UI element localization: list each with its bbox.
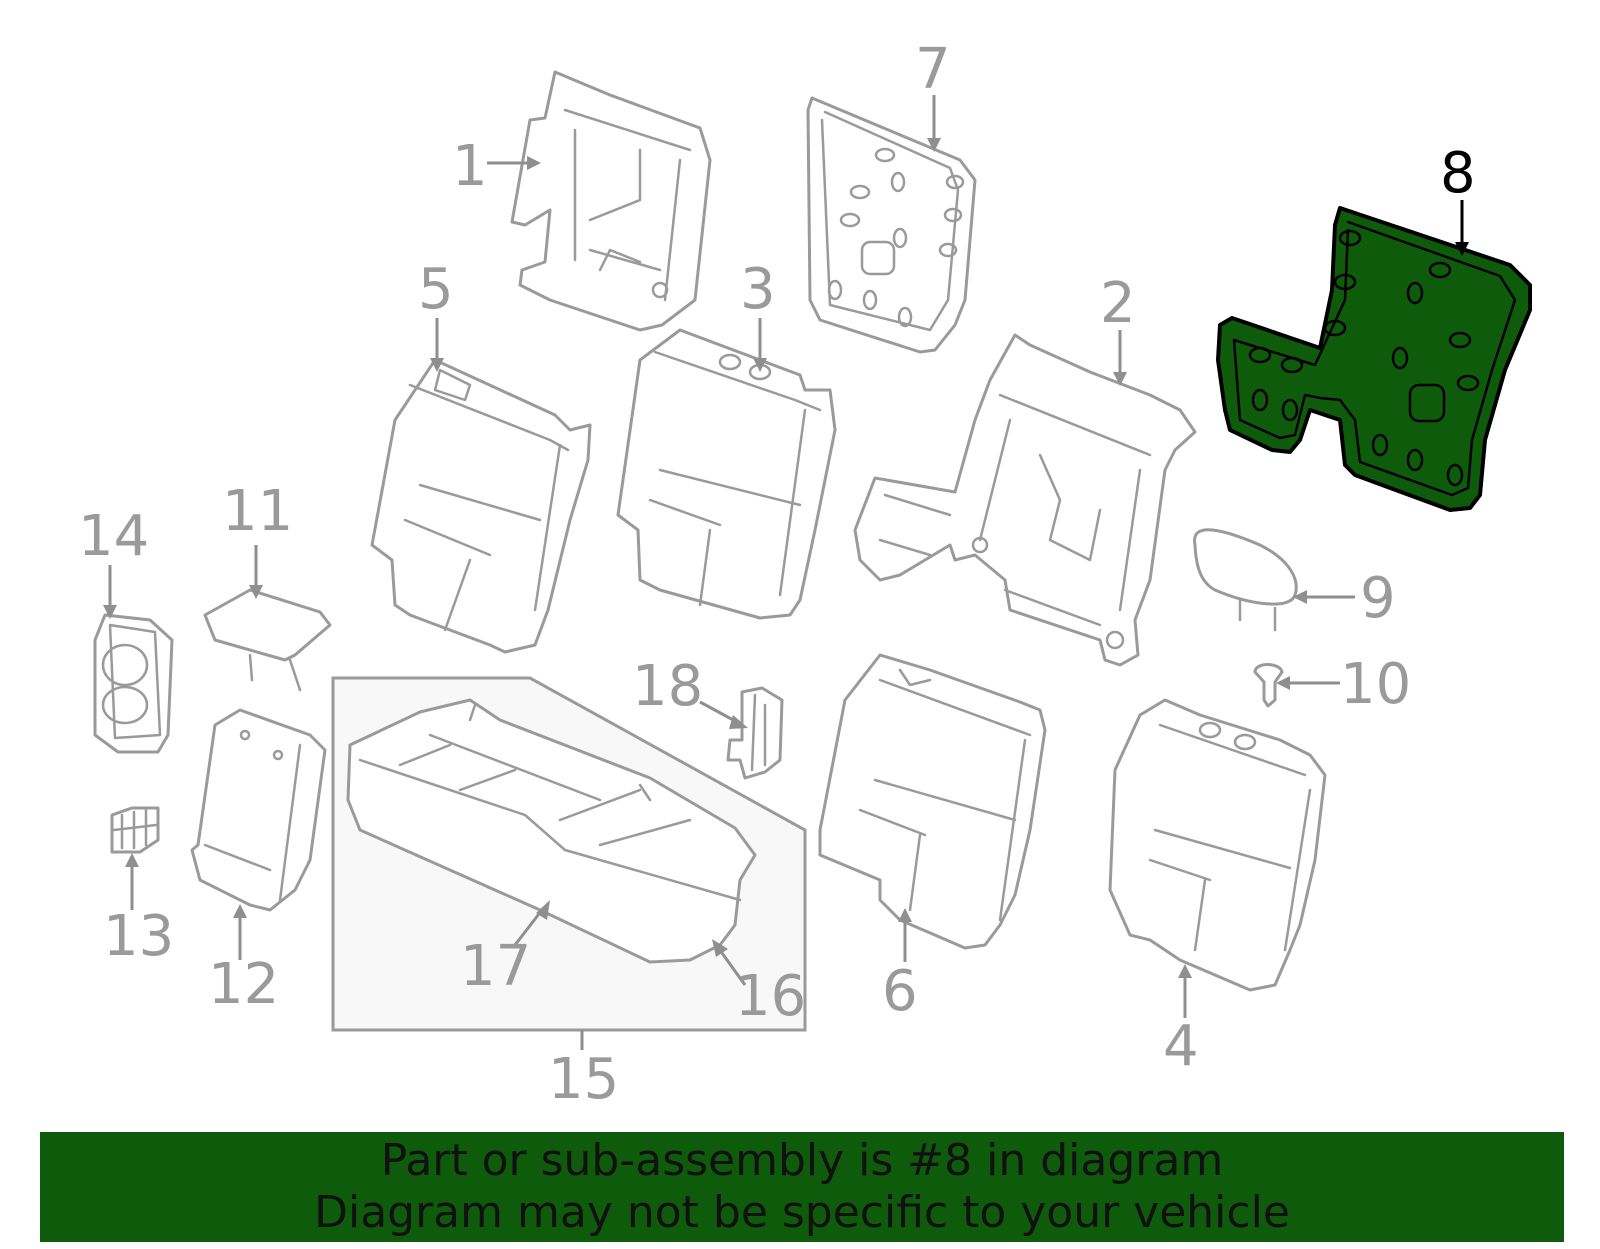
callout-lines [108,95,1464,1050]
callout-15[interactable]: 15 [548,1047,619,1112]
part-5-seat-back[interactable] [370,358,592,654]
callout-17[interactable]: 17 [460,934,531,999]
callout-11[interactable]: 11 [222,479,293,544]
part-4-seat-back[interactable] [1108,698,1327,992]
callout-arrowheads [103,138,1469,978]
callout-12[interactable]: 12 [208,952,279,1017]
part-17-seat-cushion [346,698,757,964]
callout-18[interactable]: 18 [632,654,703,719]
part-3-seat-back[interactable] [616,328,837,620]
info-banner: Part or sub-assembly is #8 in diagram Di… [40,1132,1564,1242]
banner-line-2: Diagram may not be specific to your vehi… [314,1187,1290,1238]
callout-10[interactable]: 10 [1340,652,1411,717]
part-13-bracket[interactable] [110,806,160,854]
part-9-headrest[interactable] [1193,528,1298,632]
banner-line-1: Part or sub-assembly is #8 in diagram [380,1135,1224,1186]
part-8-back-panel-highlighted[interactable] [1216,206,1532,512]
part-7-back-panel[interactable] [806,96,977,354]
callout-8-highlighted[interactable]: 8 [1440,141,1476,206]
seat-parts-diagram: 1 7 5 3 2 8 9 10 11 14 18 13 12 17 16 15… [78,37,1532,1112]
part-15-cushion-assembly[interactable] [331,676,807,1032]
callout-16[interactable]: 16 [735,964,806,1029]
part-12-armrest[interactable] [190,708,327,912]
callout-13[interactable]: 13 [103,904,174,969]
callout-4[interactable]: 4 [1163,1014,1199,1079]
part-1-seat-frame[interactable] [510,70,712,332]
callout-2[interactable]: 2 [1100,271,1136,336]
part-14-cup-holder[interactable] [93,613,174,754]
part-8-shape[interactable] [1216,206,1532,512]
callout-5[interactable]: 5 [418,257,454,322]
part-11-headrest[interactable] [203,588,332,692]
callout-9[interactable]: 9 [1360,566,1396,631]
part-18-cover[interactable] [726,686,784,780]
callout-numbers: 1 7 5 3 2 8 9 10 11 14 18 13 12 17 16 15… [78,37,1476,1112]
callout-14[interactable]: 14 [78,504,149,569]
callout-6[interactable]: 6 [882,959,918,1024]
callout-3[interactable]: 3 [740,257,776,322]
part-10-clip[interactable] [1253,663,1284,708]
callout-7[interactable]: 7 [915,37,951,102]
part-6-seat-back[interactable] [818,653,1047,950]
part-2-seat-frame[interactable] [853,333,1197,667]
callout-1[interactable]: 1 [452,134,488,199]
